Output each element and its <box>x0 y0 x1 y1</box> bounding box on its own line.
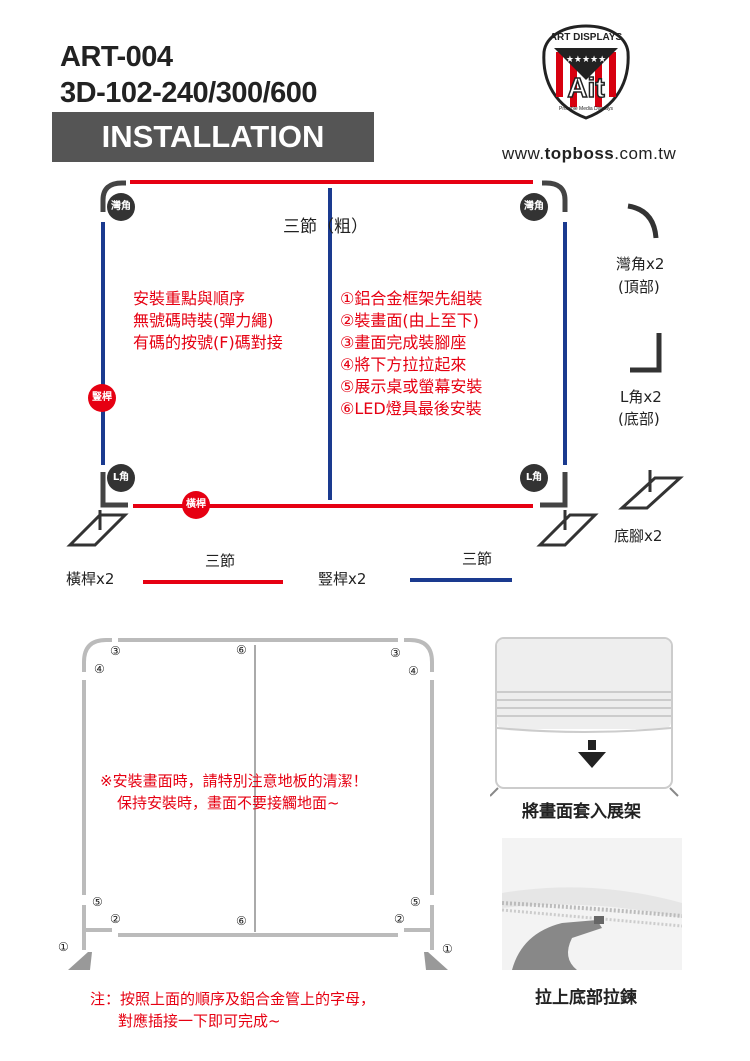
step-item: ②裝畫面(由上至下) <box>340 311 479 330</box>
legend-vertical-name: 豎桿x2 <box>318 570 367 588</box>
caption-zip-bottom: 拉上底部拉鍊 <box>535 988 637 1008</box>
foot-right <box>536 510 599 547</box>
model-number: ART-004 <box>60 41 173 73</box>
marker-5: ⑤ <box>410 895 421 909</box>
part-l-name: L角x2 <box>620 388 662 406</box>
section-title: INSTALLATION STEPS <box>52 112 374 204</box>
marker-4: ④ <box>408 664 419 678</box>
legend-vertical-segments: 三節 <box>462 550 493 568</box>
step-item: ⑤展示桌或螢幕安裝 <box>340 377 483 396</box>
svg-text:★★★★★: ★★★★★ <box>566 55 606 65</box>
steps-list: ①鋁合金框架先組裝 ②裝畫面(由上至下) ③畫面完成裝腳座 ④將下方拉拉起來 ⑤… <box>340 288 482 420</box>
url-prefix: www. <box>502 144 545 163</box>
l-corner-left <box>100 472 128 508</box>
part-l-icon <box>630 333 662 373</box>
url-brand: topboss <box>544 144 615 163</box>
assembly-note: 注：按照上面的順序及鋁合金管上的字母， 對應插接一下即可完成~ <box>90 988 375 1032</box>
step-item: ①鋁合金框架先組裝 <box>340 289 483 308</box>
marker-1: ① <box>442 942 453 956</box>
part-l-sub: (底部) <box>618 410 660 428</box>
step-item: ④將下方拉拉起來 <box>340 355 467 374</box>
part-bend-icon <box>627 203 659 239</box>
note-line: 注：按照上面的順序及鋁合金管上的字母， <box>90 990 376 1008</box>
marker-6: ⑥ <box>236 914 247 928</box>
warning-text: ※安裝畫面時，請特別注意地板的清潔！ 保持安裝時，畫面不要接觸地面~ <box>100 770 368 814</box>
l-corner-right <box>540 472 568 508</box>
svg-text:Protable Media Displays: Protable Media Displays <box>559 106 613 112</box>
marker-2: ② <box>110 912 121 926</box>
l-corner-badge-left: L角 <box>107 464 135 492</box>
part-foot-name: 底腳x2 <box>614 527 663 545</box>
brand-logo: ★★★★★ Ait ART DISPLAYS Protable Media Di… <box>538 22 634 122</box>
model-sizes: 3D-102-240/300/600 <box>60 77 318 109</box>
step-item: ③畫面完成裝腳座 <box>340 333 467 352</box>
banner-sleeve-illustration <box>490 637 679 797</box>
marker-1: ① <box>58 940 69 954</box>
caption-insert-banner: 將畫面套入展架 <box>522 802 641 822</box>
part-foot-icon <box>618 470 684 510</box>
marker-3: ③ <box>390 646 401 660</box>
center-label: 三節（粗） <box>283 217 368 237</box>
arrow-down-icon <box>578 752 606 768</box>
horizontal-bar-badge: 橫桿 <box>182 491 210 519</box>
note-line: 無號碼時裝(彈力繩) <box>133 311 274 330</box>
marker-3: ③ <box>110 644 121 658</box>
url-suffix: .com.tw <box>614 144 677 163</box>
corner-bend-badge-right: 灣角 <box>520 193 548 221</box>
corner-bend-right <box>542 180 568 212</box>
note-line: 對應插接一下即可完成~ <box>118 1012 281 1030</box>
step-item: ⑥LED燈具最後安裝 <box>340 399 482 418</box>
part-bend-sub: (頂部) <box>618 278 660 296</box>
svg-text:Ait: Ait <box>567 72 604 103</box>
l-corner-badge-right: L角 <box>520 464 548 492</box>
website-url[interactable]: www.topboss.com.tw <box>502 144 676 164</box>
part-bend-name: 灣角x2 <box>616 255 665 273</box>
marker-5: ⑤ <box>92 895 103 909</box>
legend-horizontal-name: 橫桿x2 <box>66 570 115 588</box>
foot-left <box>66 510 129 547</box>
legend-horizontal-segments: 三節 <box>205 552 236 570</box>
warning-line: 保持安裝時，畫面不要接觸地面~ <box>117 794 340 812</box>
svg-text:ART DISPLAYS: ART DISPLAYS <box>550 32 623 43</box>
notes-left: 安裝重點與順序 無號碼時裝(彈力繩) 有碼的按號(F)碼對接 <box>133 288 283 354</box>
vertical-bar-badge: 豎桿 <box>88 384 116 412</box>
note-line: 有碼的按號(F)碼對接 <box>133 333 283 352</box>
marker-2: ② <box>394 912 405 926</box>
zipper-photo <box>502 838 682 970</box>
warning-line: ※安裝畫面時，請特別注意地板的清潔！ <box>100 772 368 790</box>
frame-outline <box>68 638 448 970</box>
marker-6: ⑥ <box>236 643 247 657</box>
marker-4: ④ <box>94 662 105 676</box>
note-line: 安裝重點與順序 <box>133 289 246 308</box>
corner-bend-badge-left: 灣角 <box>107 193 135 221</box>
corner-bend-left <box>100 180 126 212</box>
